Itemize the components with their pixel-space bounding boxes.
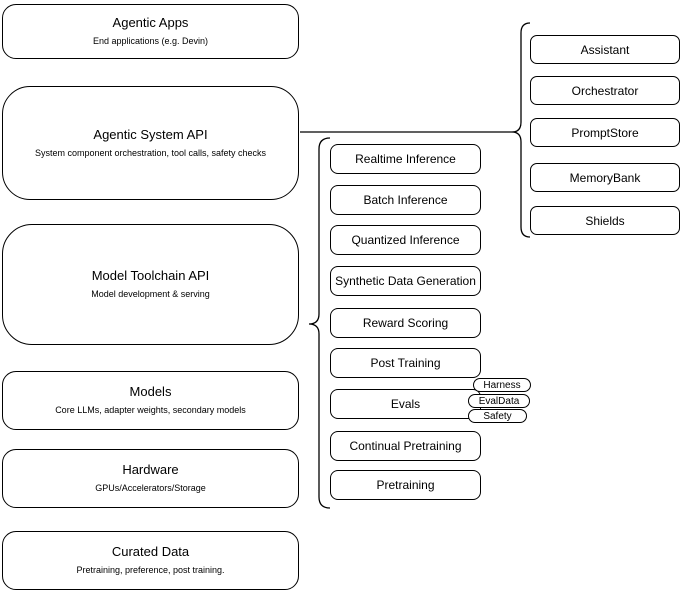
- eval-tag-harness: Harness: [473, 378, 531, 392]
- box-title: Curated Data: [111, 544, 190, 560]
- toolchain-item-label: Pretraining: [376, 478, 435, 492]
- eval-tag-evaldata: EvalData: [468, 394, 530, 408]
- eval-tag-label: EvalData: [478, 395, 520, 407]
- component-memorybank: MemoryBank: [530, 163, 680, 192]
- toolchain-item-label: Evals: [390, 397, 421, 411]
- toolchain-item-synthetic-data-generation: Synthetic Data Generation: [330, 266, 481, 296]
- box-title: Models: [129, 384, 172, 400]
- eval-tag-label: Harness: [483, 379, 521, 391]
- eval-tag-label: Safety: [483, 410, 512, 422]
- toolchain-item-label: Reward Scoring: [362, 316, 449, 330]
- toolchain-item-label: Quantized Inference: [351, 233, 460, 247]
- box-hardware: Hardware GPUs/Accelerators/Storage: [2, 449, 299, 508]
- box-title: Agentic Apps: [112, 15, 189, 31]
- component-label: Orchestrator: [571, 83, 639, 98]
- box-subtitle: System component orchestration, tool cal…: [34, 147, 267, 158]
- component-promptstore: PromptStore: [530, 118, 680, 147]
- box-subtitle: End applications (e.g. Devin): [92, 36, 209, 47]
- box-title: Model Toolchain API: [91, 268, 210, 284]
- toolchain-item-realtime-inference: Realtime Inference: [330, 144, 481, 174]
- component-label: PromptStore: [571, 125, 639, 140]
- toolchain-item-continual-pretraining: Continual Pretraining: [330, 431, 481, 461]
- box-title: Agentic System API: [93, 126, 208, 142]
- box-model-toolchain-api: Model Toolchain API Model development & …: [2, 224, 299, 345]
- toolchain-item-label: Post Training: [370, 356, 441, 370]
- toolchain-item-label: Batch Inference: [363, 193, 448, 207]
- component-assistant: Assistant: [530, 35, 680, 64]
- toolchain-brace: [308, 137, 331, 509]
- component-label: Shields: [585, 213, 625, 228]
- box-subtitle: Model development & serving: [91, 289, 210, 300]
- box-subtitle: Pretraining, preference, post training.: [76, 565, 225, 576]
- toolchain-item-reward-scoring: Reward Scoring: [330, 308, 481, 338]
- component-label: MemoryBank: [569, 170, 641, 185]
- component-orchestrator: Orchestrator: [530, 76, 680, 105]
- toolchain-item-label: Continual Pretraining: [349, 439, 462, 453]
- toolchain-item-pretraining: Pretraining: [330, 470, 481, 500]
- box-agentic-system-api: Agentic System API System component orch…: [2, 86, 299, 200]
- box-curated-data: Curated Data Pretraining, preference, po…: [2, 531, 299, 590]
- toolchain-item-batch-inference: Batch Inference: [330, 185, 481, 215]
- system-components-brace: [511, 22, 531, 238]
- box-agentic-apps: Agentic Apps End applications (e.g. Devi…: [2, 4, 299, 59]
- box-title: Hardware: [122, 462, 179, 478]
- box-subtitle: Core LLMs, adapter weights, secondary mo…: [55, 405, 246, 416]
- box-models: Models Core LLMs, adapter weights, secon…: [2, 371, 299, 430]
- toolchain-item-evals: Evals: [330, 389, 481, 419]
- component-shields: Shields: [530, 206, 680, 235]
- eval-tag-safety: Safety: [468, 409, 527, 423]
- toolchain-item-quantized-inference: Quantized Inference: [330, 225, 481, 255]
- toolchain-item-label: Synthetic Data Generation: [335, 274, 476, 288]
- toolchain-item-post-training: Post Training: [330, 348, 481, 378]
- component-label: Assistant: [580, 42, 630, 57]
- box-subtitle: GPUs/Accelerators/Storage: [95, 483, 206, 494]
- toolchain-item-label: Realtime Inference: [355, 152, 456, 166]
